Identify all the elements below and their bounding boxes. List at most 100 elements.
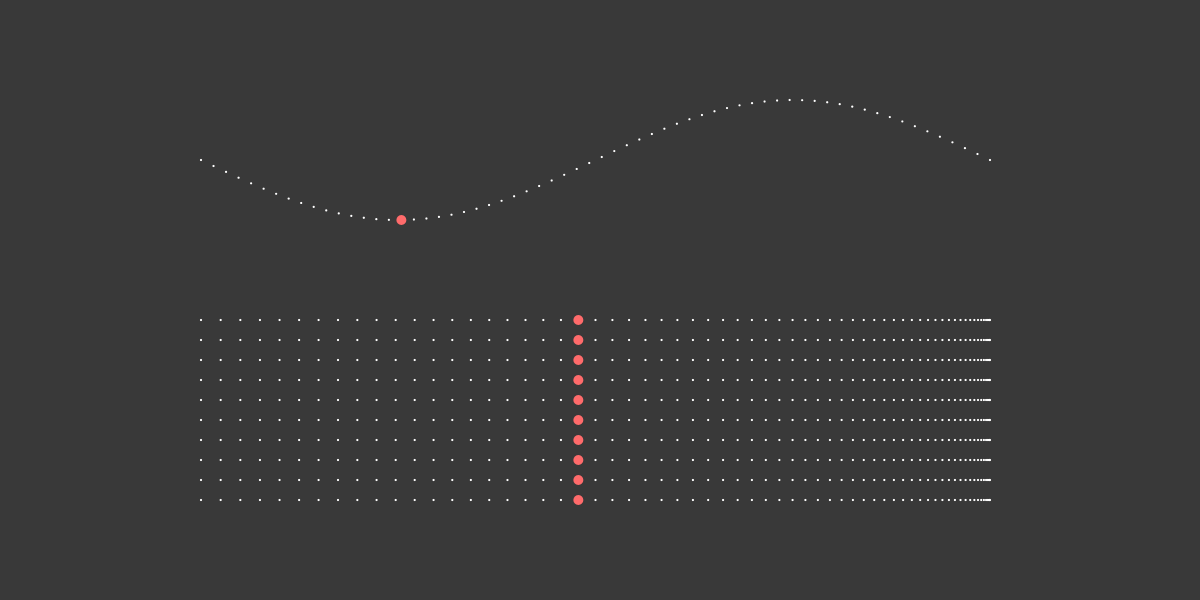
grid-dot: [969, 358, 972, 362]
grid-dot: [973, 458, 976, 462]
grid-dot: [506, 418, 509, 422]
grid-dot: [791, 358, 794, 362]
grid-dot: [941, 498, 944, 502]
grid-dot: [973, 358, 976, 362]
grid-dot: [969, 378, 972, 382]
grid-dot: [356, 338, 359, 342]
grid-dot: [594, 418, 597, 422]
grid-dot: [828, 398, 832, 402]
grid-dot: [910, 438, 913, 442]
grid-dot: [356, 438, 359, 442]
grid-dot: [804, 398, 807, 402]
grid-dot: [851, 478, 855, 482]
grid-dot: [542, 378, 545, 382]
grid-highlight-dot: [573, 415, 584, 425]
grid-dot: [594, 498, 597, 502]
grid-dot: [707, 478, 710, 482]
wave-dot: [362, 216, 365, 219]
grid-dot: [559, 398, 563, 402]
grid-dot: [375, 498, 378, 502]
grid-highlight-dot: [573, 435, 584, 445]
grid-dot: [676, 378, 679, 382]
grid-dot: [750, 478, 754, 482]
grid-dot: [969, 438, 972, 442]
grid-dot: [594, 318, 597, 322]
grid-dot: [506, 378, 509, 382]
grid-dot: [941, 318, 944, 322]
grid-dot: [892, 458, 896, 462]
wave-dot: [963, 147, 967, 150]
grid-dot: [721, 398, 725, 402]
grid-dot: [219, 478, 222, 482]
grid-dot: [804, 498, 807, 502]
grid-dot: [926, 418, 930, 422]
grid-dot: [764, 358, 767, 362]
grid-dot: [451, 498, 454, 502]
grid-dot: [660, 358, 663, 362]
grid-dot: [356, 398, 359, 402]
grid-dot: [356, 498, 359, 502]
grid-dot: [902, 338, 905, 342]
wave-dot: [600, 155, 603, 159]
grid-dot: [488, 378, 491, 382]
grid-dot: [394, 458, 397, 462]
grid-dot: [394, 478, 397, 482]
grid-dot: [413, 498, 416, 502]
grid-dot: [660, 418, 663, 422]
grid-dot: [611, 398, 614, 402]
grid-dot: [804, 358, 807, 362]
grid-dot: [840, 438, 843, 442]
wave-dot: [951, 141, 954, 144]
grid-dot: [394, 358, 397, 362]
grid-dot: [542, 418, 545, 422]
grid-dot: [594, 338, 597, 342]
grid-dot: [451, 418, 454, 422]
grid-dot: [851, 458, 855, 462]
grid-dot: [851, 418, 855, 422]
grid-dot: [980, 358, 983, 362]
grid-dot: [840, 498, 843, 502]
wave-dot: [801, 99, 804, 102]
grid-dot: [959, 438, 962, 442]
grid-dot: [488, 338, 491, 342]
grid-dot: [506, 438, 509, 442]
grid-dot: [298, 398, 301, 402]
wave-dot: [926, 130, 929, 133]
grid-dot: [559, 338, 563, 342]
grid-dot: [239, 358, 242, 362]
grid-dot: [298, 418, 301, 422]
wave-dot: [851, 105, 854, 108]
grid-dot: [980, 458, 983, 462]
grid-dot: [707, 358, 710, 362]
grid-dot: [973, 478, 976, 482]
grid-dot: [336, 478, 340, 482]
grid-dot: [953, 458, 957, 462]
grid-dot: [851, 318, 855, 322]
grid-dot: [873, 498, 876, 502]
grid-dot: [953, 398, 957, 402]
grid-dot: [988, 498, 992, 502]
grid-dot: [611, 458, 614, 462]
grid-dot: [219, 318, 222, 322]
grid-dot: [934, 358, 937, 362]
grid-dot: [356, 378, 359, 382]
wave-dot: [826, 101, 829, 104]
grid-dot: [791, 478, 794, 482]
grid-dot: [451, 378, 454, 382]
grid-dot: [941, 438, 944, 442]
grid-dot: [976, 338, 980, 342]
grid-dot: [862, 438, 865, 442]
grid-dot: [258, 418, 262, 422]
grid-dot: [627, 458, 631, 462]
grid-dot: [980, 418, 983, 422]
grid-dot: [976, 438, 980, 442]
grid-dot: [778, 458, 781, 462]
grid-dot: [336, 338, 340, 342]
grid-dot: [199, 318, 203, 322]
grid-dot: [413, 338, 416, 342]
grid-dot: [660, 398, 663, 402]
wave-dot: [224, 170, 228, 173]
grid-dot: [691, 478, 695, 482]
grid-dot: [691, 418, 695, 422]
grid-dot: [488, 498, 491, 502]
